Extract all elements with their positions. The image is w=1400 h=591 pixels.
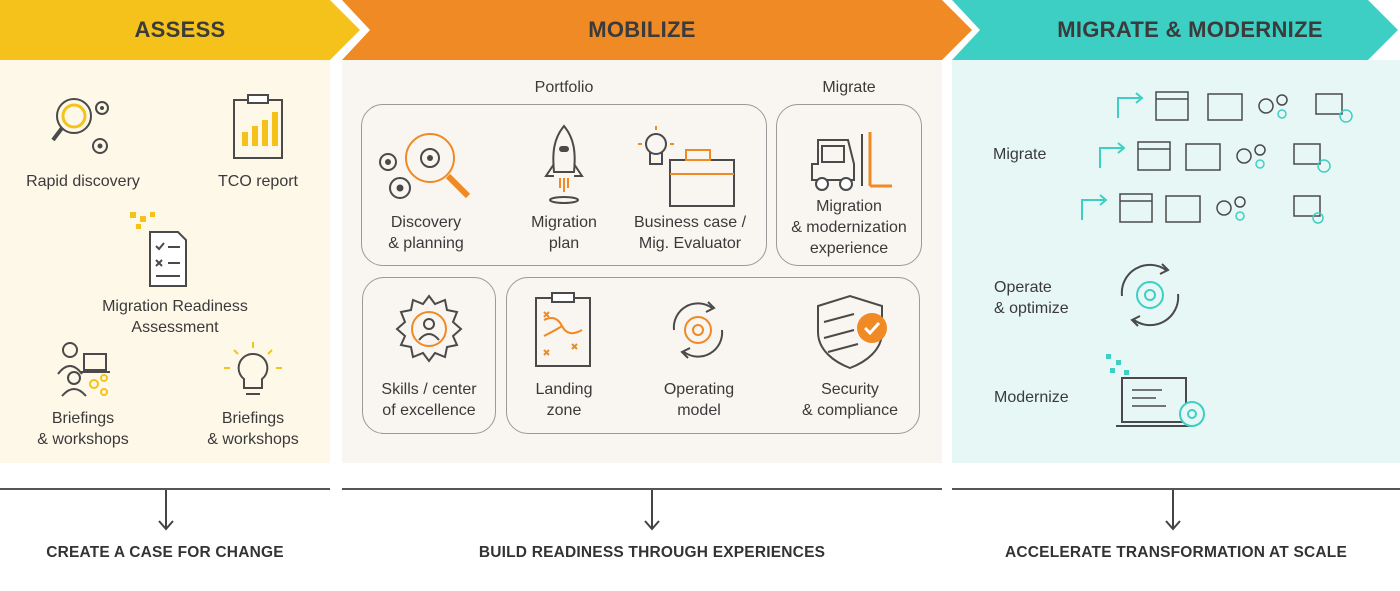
- foundations-group: [506, 277, 920, 434]
- migration-wave-row-1-icon: [1116, 88, 1360, 128]
- migrate-panel: [952, 60, 1400, 463]
- migrate-label-modernize: Modernize: [994, 389, 1069, 406]
- assess-label-tco-report: TCO report: [217, 173, 298, 190]
- assess-baseline: [0, 488, 330, 490]
- mobilize-label-skills: Skills / center of excellence: [381, 381, 477, 419]
- mobilize-banner: [342, 0, 972, 60]
- migrate-title: MIGRATE & MODERNIZE: [1057, 17, 1323, 42]
- lightbulb-icon: [220, 340, 286, 402]
- phase-banner: [0, 0, 1398, 60]
- mobilize-label-discovery: Discovery & planning: [388, 214, 464, 252]
- portfolio-group: [361, 104, 767, 266]
- portfolio-title: Portfolio: [534, 79, 594, 96]
- assess-outcome: CREATE A CASE FOR CHANGE: [46, 544, 284, 561]
- assess-banner: [0, 0, 360, 60]
- migration-wave-row-3-icon: [1080, 190, 1324, 230]
- migrate-label-operate: Operate & optimize: [994, 279, 1069, 317]
- migrate-banner: [952, 0, 1398, 60]
- migrate-label-migrate: Migrate: [993, 146, 1047, 163]
- assess-title: ASSESS: [134, 17, 226, 42]
- forklift-icon: [808, 130, 896, 192]
- mobilize-title: MOBILIZE: [588, 17, 696, 42]
- clipboard-route-icon: [532, 290, 594, 368]
- mobilize-label-business-case: Business case / Mig. Evaluator: [633, 214, 747, 252]
- assess-label-briefings-1: Briefings & workshops: [37, 410, 129, 448]
- rocket-icon: [540, 124, 588, 206]
- mobilize-panel: [342, 60, 942, 463]
- checklist-document-icon: [128, 210, 190, 288]
- clipboard-chart-icon: [232, 94, 284, 160]
- assess-label-rapid-discovery: Rapid discovery: [26, 173, 140, 190]
- people-laptop-icon: [56, 340, 112, 398]
- operate-cycle-icon: [1110, 256, 1190, 334]
- mobilize-baseline: [342, 488, 942, 490]
- migrate-baseline: [952, 488, 1400, 490]
- modernize-laptop-icon: [1102, 352, 1210, 434]
- migrate-group: [776, 104, 922, 266]
- cycle-gear-icon: [660, 292, 736, 368]
- assess-label-mra: Migration Readiness Assessment: [102, 298, 248, 336]
- gear-person-icon: [394, 292, 464, 363]
- mobilize-label-operating-model: Operating model: [663, 381, 735, 419]
- mobilize-migrate-title: Migrate: [822, 79, 876, 96]
- migrate-outcome: ACCELERATE TRANSFORMATION AT SCALE: [1004, 544, 1348, 561]
- mobilize-label-migration-plan: Migration plan: [531, 214, 597, 252]
- mobilize-label-mig-mod-experience: Migration & modernization experience: [791, 198, 907, 257]
- briefcase-lightbulb-icon: [632, 124, 736, 208]
- magnifier-gears-icon: [48, 92, 118, 162]
- mobilize-down-arrow-icon: [644, 490, 660, 531]
- migrate-down-arrow-icon: [1165, 490, 1181, 531]
- mobilize-label-landing-zone: Landing zone: [535, 381, 593, 419]
- shield-check-icon: [814, 292, 892, 370]
- gears-magnifier-icon: [376, 122, 480, 206]
- mobilize-outcome: BUILD READINESS THROUGH EXPERIENCES: [478, 544, 826, 561]
- assess-down-arrow-icon: [158, 490, 174, 531]
- migration-wave-row-2-icon: [1098, 138, 1342, 178]
- assess-label-briefings-2: Briefings & workshops: [207, 410, 299, 448]
- mobilize-label-security: Security & compliance: [801, 381, 899, 419]
- skills-group: [362, 277, 496, 434]
